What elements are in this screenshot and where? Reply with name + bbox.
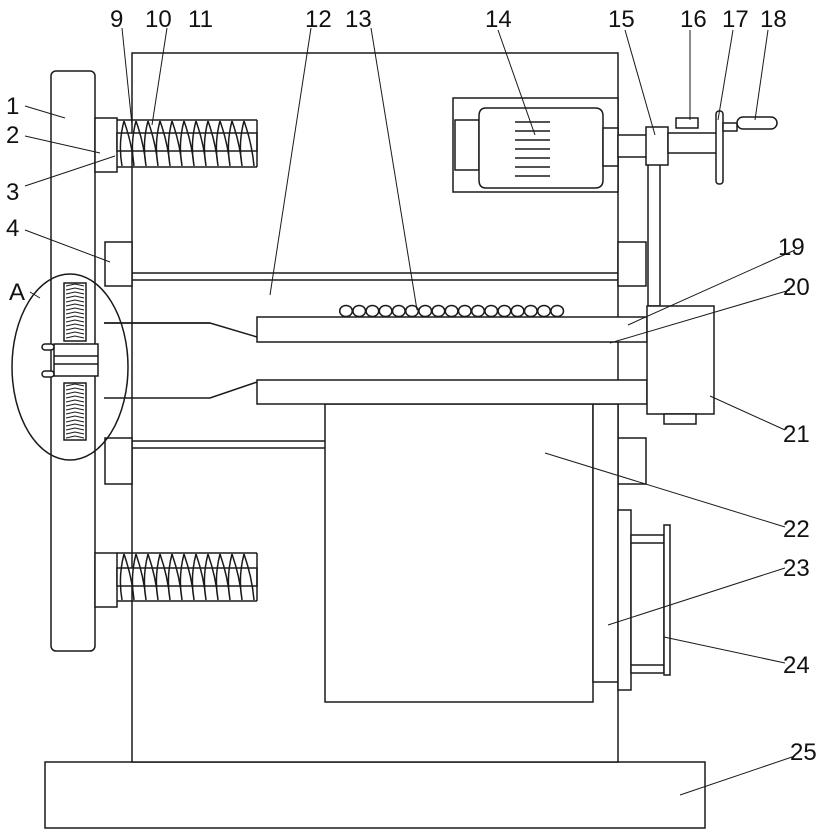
support-post — [648, 152, 660, 306]
label-24: 24 — [783, 652, 810, 679]
label-2: 2 — [6, 122, 19, 149]
guide-block-top-left — [105, 242, 132, 286]
label-12: 12 — [305, 6, 332, 33]
lower-rail — [257, 380, 647, 404]
drive-shaft-assembly — [618, 111, 777, 184]
label-20: 20 — [783, 274, 810, 301]
label-a: A — [9, 279, 25, 306]
label-11: 11 — [188, 6, 213, 33]
label-9: 9 — [110, 6, 123, 33]
roller-row — [340, 306, 564, 317]
roller — [432, 306, 445, 317]
label-1: 1 — [6, 93, 19, 120]
side-cover — [664, 525, 670, 675]
roller — [379, 306, 392, 317]
roller — [419, 306, 432, 317]
side-flange — [618, 510, 631, 690]
label-23: 23 — [783, 555, 810, 582]
roller — [525, 306, 538, 317]
spring-seat-top — [95, 118, 117, 172]
roller — [393, 306, 406, 317]
roller — [511, 306, 524, 317]
label-16: 16 — [680, 6, 707, 33]
spring-rod-bottom — [117, 568, 257, 586]
spring-seat-bottom — [95, 553, 117, 607]
label-19: 19 — [778, 234, 805, 261]
label-14: 14 — [485, 6, 512, 33]
roller — [445, 306, 458, 317]
roller — [538, 306, 551, 317]
motor — [453, 98, 618, 192]
label-10: 10 — [145, 6, 172, 33]
conveyor-plate — [257, 317, 647, 342]
roller — [340, 306, 353, 317]
label-13: 13 — [345, 6, 372, 33]
roller — [472, 306, 485, 317]
roller — [498, 306, 511, 317]
label-22: 22 — [783, 516, 810, 543]
label-18: 18 — [760, 6, 787, 33]
base-plate — [45, 762, 705, 828]
label-21: 21 — [783, 421, 810, 448]
lower-block — [325, 404, 593, 702]
roller — [353, 306, 366, 317]
label-25: 25 — [790, 739, 817, 766]
roller — [551, 306, 564, 317]
side-frame — [593, 404, 618, 682]
roller — [366, 306, 379, 317]
label-17: 17 — [722, 6, 749, 33]
label-4: 4 — [6, 215, 19, 242]
roller — [485, 306, 498, 317]
guide-block-bottom-left — [105, 438, 132, 484]
roller — [459, 306, 472, 317]
guide-block-top-right — [618, 242, 646, 286]
label-3: 3 — [6, 179, 19, 206]
label-15: 15 — [608, 6, 635, 33]
